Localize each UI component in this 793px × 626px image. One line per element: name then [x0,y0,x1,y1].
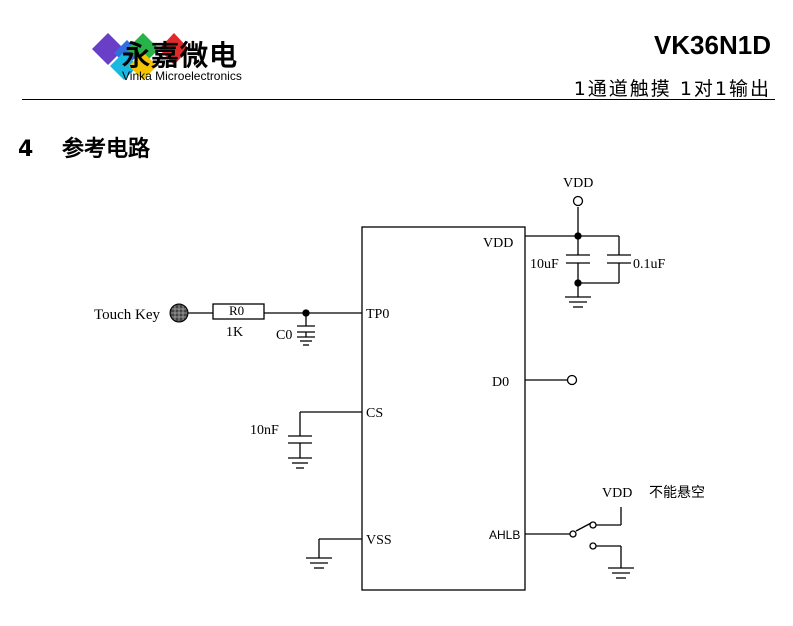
switch-contact-low [589,542,597,550]
section-title-text: 参考电路 [62,137,151,162]
logo-diamond-red [159,33,189,65]
pin-ahlb-label: AHLB [489,528,520,542]
cap-01uf-label: 0.1uF [633,257,666,272]
page-header: 永嘉微电 Vinka Microelectronics VK36N1D 1通道触… [0,0,793,100]
brand-name-en: Vinka Microelectronics [122,69,242,83]
touch-key-pad [169,303,189,323]
switch-vdd-label: VDD [602,486,632,501]
switch-note-label: 不能悬空 [649,485,705,501]
part-number: VK36N1D [653,30,771,60]
switch-contact-high [589,521,597,529]
pin-vdd-label: VDD [483,236,513,251]
junction-dot-vdd-gnd [574,279,582,287]
vdd-terminal [572,195,584,207]
cs-cap-label: 10nF [250,423,279,438]
pin-d0-label: D0 [492,375,509,390]
header-divider [22,99,775,100]
pin-cs-label: CS [366,406,383,421]
logo-diamond-cyan [110,52,138,80]
switch-pivot [569,530,577,538]
supply-vdd-label: VDD [563,176,593,191]
brand-name-cn: 永嘉微电 [122,39,239,72]
logo-diamond-green [127,33,159,65]
cap-10uf-label: 10uF [530,257,559,272]
c0-label: C0 [276,328,292,343]
touch-key-label: Touch Key [94,307,161,323]
resistor-value-label: 1K [226,325,243,340]
chip-body [361,226,526,591]
logo-diamond-purple [92,33,124,65]
junction-dot-vdd-cap1 [574,232,582,240]
section-heading: 4 参考电路 [18,131,150,163]
pin-tp0-label: TP0 [366,307,389,322]
pin-vss-label: VSS [366,533,392,548]
section-number: 4 [18,137,34,162]
vinka-logo [92,33,189,80]
logo-diamond-yellow [129,52,157,80]
document-subtitle: 1通道触摸 1对1输出 [573,78,771,100]
resistor-r0 [212,303,265,320]
d0-terminal [566,374,578,386]
resistor-name-label: R0 [229,303,244,318]
junction-dot-tp0 [302,309,310,317]
